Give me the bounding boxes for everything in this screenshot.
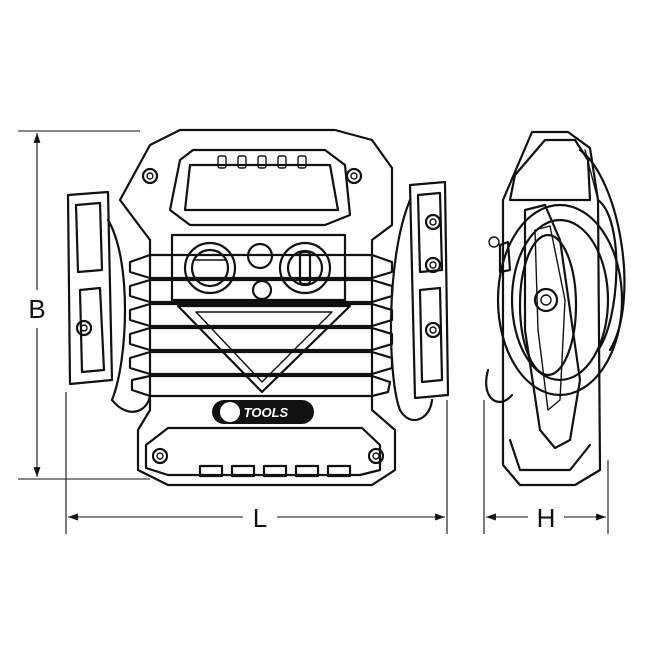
lower-panel: [144, 426, 382, 477]
grip-ridges: [217, 155, 307, 169]
handle-grip-slot: [183, 163, 340, 212]
right-clamp: [389, 180, 450, 422]
clamp-pivot-icon: [75, 319, 93, 337]
v-plate: [176, 304, 352, 394]
power-switch-knob: [278, 241, 332, 295]
cable-wraps: [128, 253, 394, 398]
left-clamp: [66, 190, 152, 413]
dimension-l: L: [65, 392, 448, 534]
brand-logo: KS TOOLS: [212, 400, 314, 424]
foot-vents: [198, 464, 352, 478]
screw-icon: [141, 167, 159, 185]
dimension-b: B: [18, 130, 150, 480]
side-view: [485, 130, 626, 487]
clamp-pivot-icon: [424, 321, 442, 339]
clamp-pivot-icon: [424, 213, 442, 231]
side-pivot-icon: [533, 287, 559, 313]
side-clamp: [523, 203, 582, 450]
clamp-pivot-icon: [424, 256, 442, 274]
housing-outline: [118, 128, 397, 487]
dimension-label-l: L: [253, 503, 267, 533]
front-view: KS TOOLS: [66, 128, 450, 487]
coiled-cable: [496, 203, 624, 397]
voltmeter-gauge: [183, 241, 237, 295]
dimension-label-h: H: [537, 503, 556, 533]
side-housing: [501, 130, 602, 487]
screw-icon: [151, 447, 169, 465]
usb-socket: [251, 279, 273, 301]
screw-icon: [345, 167, 363, 185]
carry-handle: [168, 148, 352, 227]
dimension-h: H: [483, 400, 609, 534]
screw-icon: [367, 447, 385, 465]
logo-text: KS TOOLS: [222, 405, 289, 420]
dimension-label-b: B: [28, 294, 45, 324]
